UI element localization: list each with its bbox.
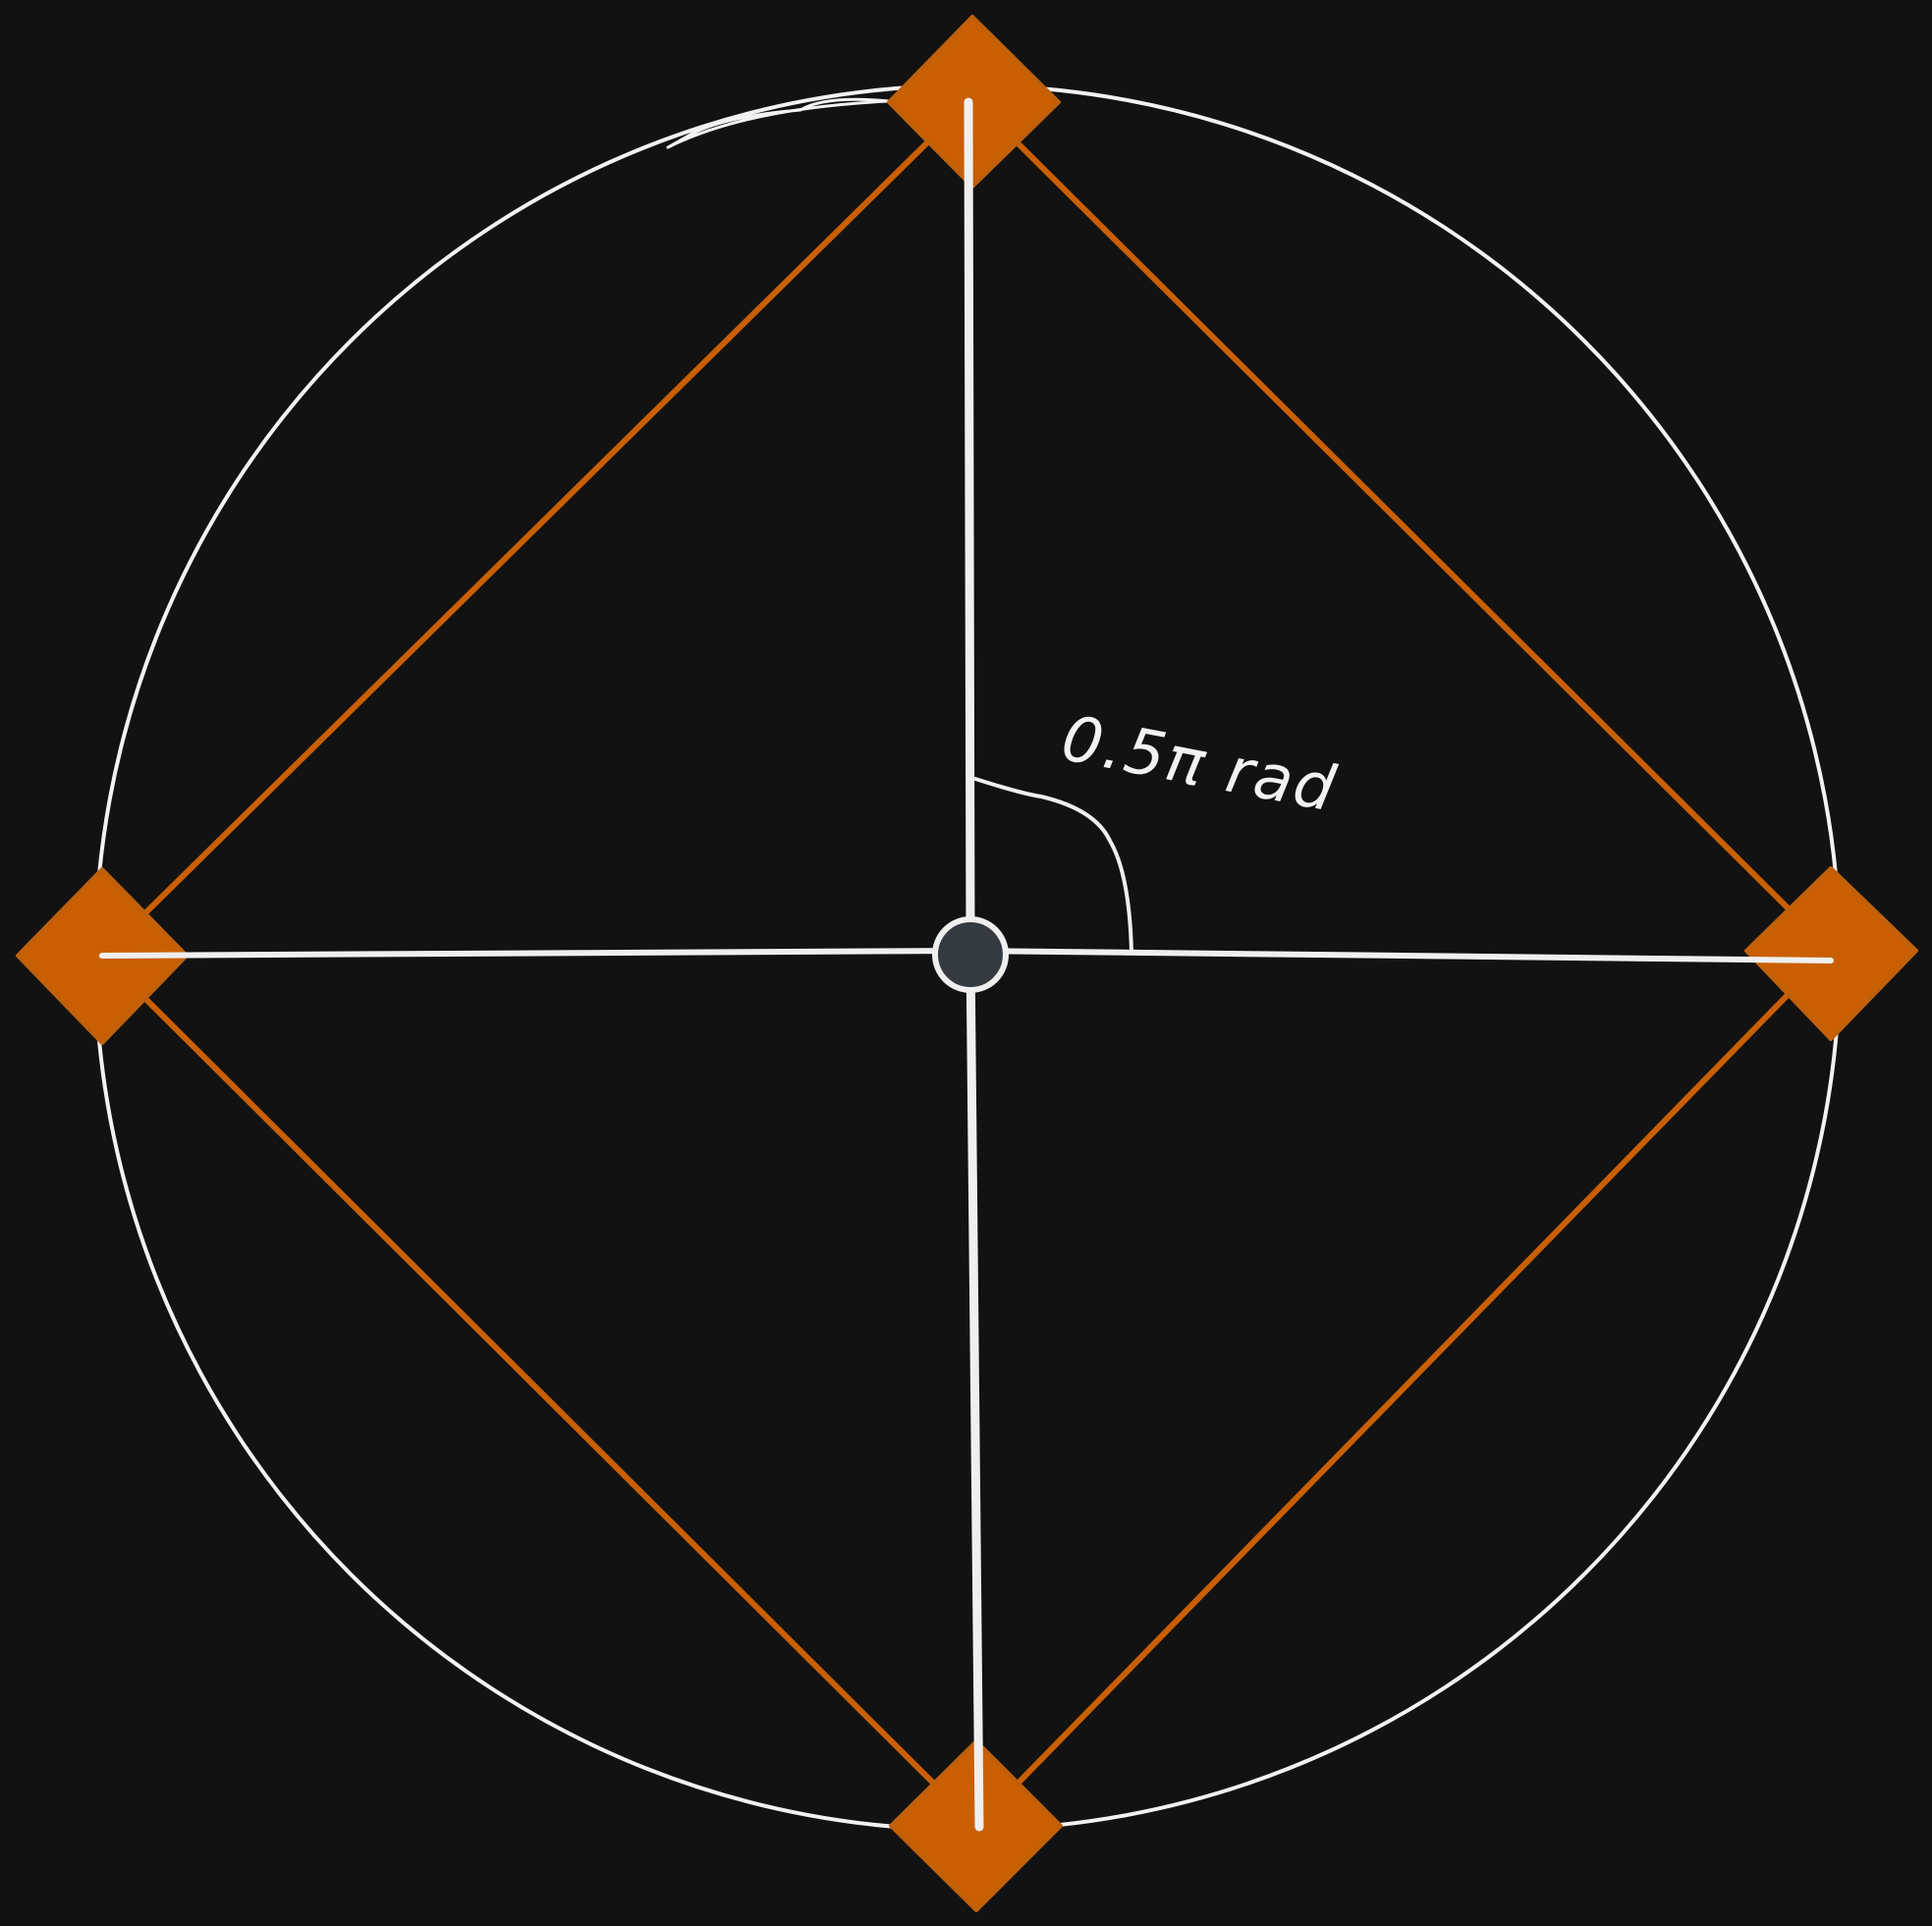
circle-sketch-overlap [666, 97, 890, 149]
radius-down [966, 950, 984, 1832]
angle-arc [973, 777, 1133, 955]
square-edge-top-right [969, 95, 1834, 954]
vertex-marker-right [1744, 866, 1918, 1041]
square-edge-left-top [99, 95, 975, 959]
radius-up [964, 97, 975, 960]
square-edge-right-bottom [973, 948, 1834, 1829]
radius-left [99, 948, 973, 959]
radius-right [967, 948, 1834, 963]
center-point [932, 916, 1009, 993]
radii [964, 97, 984, 1832]
square-edge-bottom-left [99, 953, 979, 1829]
inscribed-square [99, 95, 1834, 1829]
